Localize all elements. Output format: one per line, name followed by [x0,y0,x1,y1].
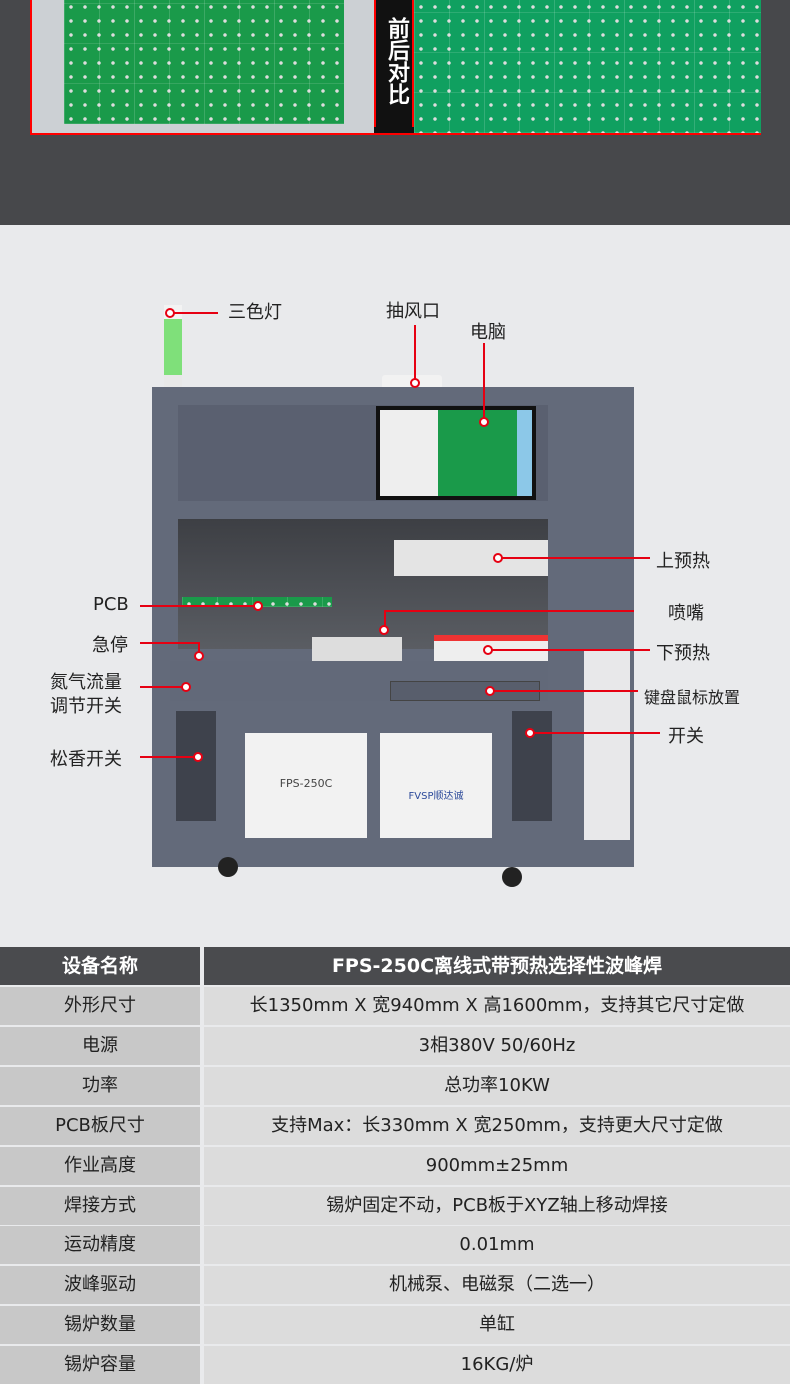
row-name: 电源 [0,1027,200,1065]
model-label: FPS-250C [279,777,333,790]
row-name: 运动精度 [0,1226,200,1264]
nozzle-unit [312,637,402,665]
row-value: 总功率10KW [204,1067,790,1105]
table-row: 焊接方式锡炉固定不动，PCB板于XYZ轴上移动焊接 [0,1187,790,1225]
callout-nitrogen-flow: 氮气流量 调节开关 [50,671,122,719]
row-value: 机械泵、电磁泵（二选一） [204,1266,790,1304]
row-value: 3相380V 50/60Hz [204,1027,790,1065]
lower-door-left: FPS-250C [245,733,367,838]
callout-keyboard-mouse: 键盘鼠标放置 [644,688,741,707]
lower-door-right: FVSP顺达诚 [380,733,492,838]
work-chamber [178,519,548,649]
table-row: 锡炉数量单缸 [0,1306,790,1344]
row-value: 900mm±25mm [204,1147,790,1185]
row-value: 支持Max：长330mm X 宽250mm，支持更大尺寸定做 [204,1107,790,1145]
row-value: 锡炉固定不动，PCB板于XYZ轴上移动焊接 [204,1187,790,1225]
brand-label: FVSP顺达诚 [408,791,464,802]
row-name: PCB板尺寸 [0,1107,200,1145]
side-panel [584,650,630,840]
before-after-comparison: 前后对比 [30,0,761,135]
left-control-panel [176,711,216,821]
after-photo [414,0,761,133]
row-name: 外形尺寸 [0,987,200,1025]
machine-diagram: FPS-250C FVSP顺达诚 三色灯 抽风口 电脑 上预热 PCB 喷嘴 急… [0,225,790,945]
monitor [376,406,536,500]
callout-nozzle: 喷嘴 [668,603,704,624]
row-value: 长1350mm X 宽940mm X 高1600mm，支持其它尺寸定做 [204,987,790,1025]
callout-nitrogen-flow-line2: 调节开关 [50,696,122,717]
row-name: 焊接方式 [0,1187,200,1225]
table-row: PCB板尺寸支持Max：长330mm X 宽250mm，支持更大尺寸定做 [0,1107,790,1145]
callout-upper-preheat: 上预热 [656,551,710,572]
callout-emergency-stop: 急停 [92,635,128,656]
before-photo [32,0,374,133]
row-name: 作业高度 [0,1147,200,1185]
header-name: 设备名称 [0,947,200,985]
caster-right [502,867,522,887]
header-value: FPS-250C离线式带预热选择性波峰焊 [204,947,790,985]
callout-exhaust-port: 抽风口 [386,301,440,322]
callout-power-switch: 开关 [668,726,704,747]
callout-rosin-switch: 松香开关 [50,749,122,770]
row-name: 功率 [0,1067,200,1105]
tri-color-light [164,305,182,387]
callout-nitrogen-flow-line1: 氮气流量 [50,672,122,693]
callout-tri-color-light: 三色灯 [228,302,282,323]
pcb-board-image [64,0,344,124]
row-value: 单缸 [204,1306,790,1344]
caster-left [218,857,238,877]
table-row: 功率总功率10KW [0,1067,790,1105]
comparison-caption: 前后对比 [374,0,414,127]
callout-lower-preheat: 下预热 [656,643,710,664]
table-row: 外形尺寸长1350mm X 宽940mm X 高1600mm，支持其它尺寸定做 [0,987,790,1025]
callout-computer: 电脑 [470,322,506,343]
comparison-section: 前后对比 [0,0,790,225]
table-row: 波峰驱动机械泵、电磁泵（二选一） [0,1266,790,1304]
spec-table-header: 设备名称 FPS-250C离线式带预热选择性波峰焊 [0,947,790,985]
row-name: 锡炉容量 [0,1346,200,1384]
callout-pcb: PCB [93,594,129,615]
row-value: 0.01mm [204,1226,790,1264]
row-name: 波峰驱动 [0,1266,200,1304]
row-value: 16KG/炉 [204,1346,790,1384]
row-name: 锡炉数量 [0,1306,200,1344]
